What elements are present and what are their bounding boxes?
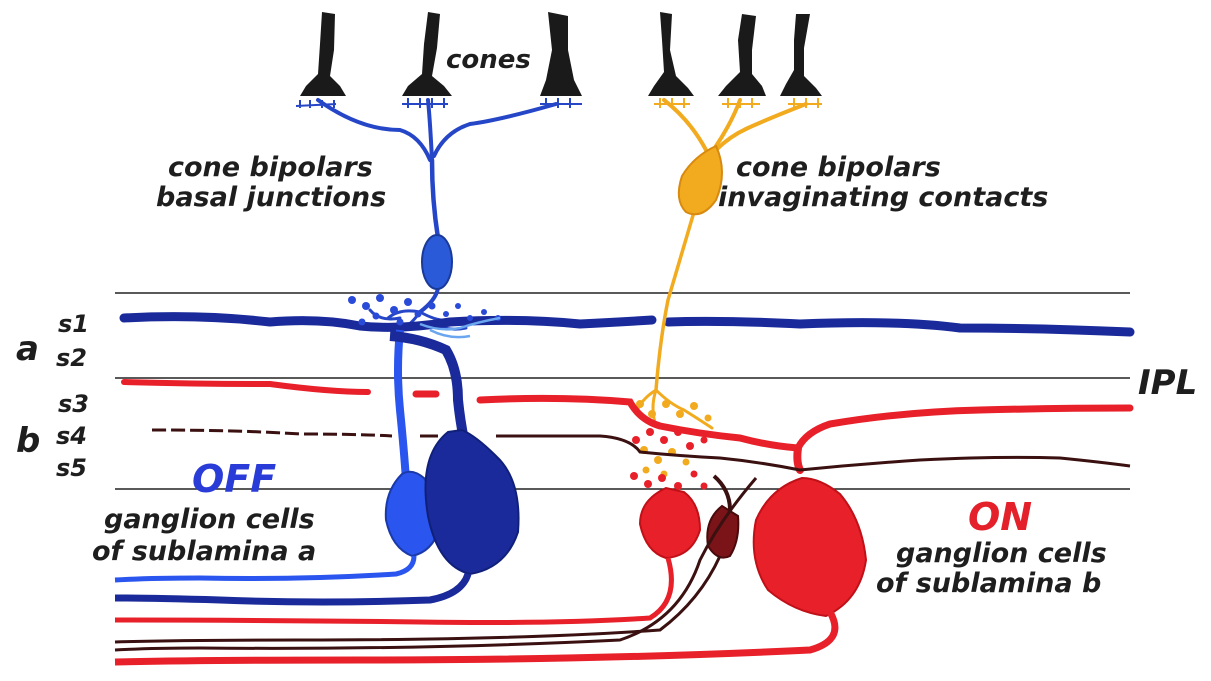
on-title-label: ON	[968, 495, 1032, 539]
on-bipolar-axon	[656, 212, 694, 390]
off-bipolar-tips	[296, 98, 582, 108]
ipl-label: IPL	[1138, 363, 1197, 403]
on-ganglion-label-line2: of sublamina b	[876, 568, 1101, 599]
stratum-s5-label: s5	[56, 454, 87, 482]
sublamina-b-label: b	[16, 421, 40, 461]
on-cone-bipolar	[636, 100, 806, 428]
off-ganglion-label-line1: ganglion cells	[104, 504, 315, 535]
stratum-s1-label: s1	[58, 310, 89, 338]
off-bipolar-label-line1: cone bipolars	[168, 152, 373, 183]
cone-5	[718, 14, 766, 96]
on-bipolar-label-line2: invaginating contacts	[718, 182, 1048, 213]
on-ganglion-label-line1: ganglion cells	[896, 538, 1107, 569]
cones-group	[300, 12, 822, 96]
on-ganglion-terminal-red	[630, 428, 708, 490]
on-ganglion-large-soma	[754, 478, 866, 616]
on-ganglion-small-soma	[640, 488, 700, 558]
on-bipolar-soma	[679, 146, 722, 214]
off-bipolar-dendrite-1	[318, 100, 430, 160]
cones-label: cones	[446, 45, 531, 75]
on-bipolar-label-line1: cone bipolars	[736, 152, 941, 183]
cone-4	[648, 12, 694, 96]
stratum-s3-label: s3	[58, 390, 89, 418]
off-bipolar-dendrite-2	[428, 100, 432, 160]
off-ganglion-dendrite-band	[124, 317, 1130, 332]
off-ganglion-light-dendrite	[398, 330, 406, 480]
cone-3	[540, 12, 582, 96]
off-ganglion-dark-soma	[426, 430, 519, 574]
on-ganglion-small-axon	[115, 558, 671, 623]
cone-1	[300, 12, 346, 96]
cone-6	[780, 14, 822, 96]
on-ganglion-brown-soma	[707, 506, 738, 558]
stratum-s2-label: s2	[56, 344, 87, 372]
off-bipolar-axon-bottom	[420, 288, 438, 312]
off-title-label: OFF	[192, 457, 276, 501]
off-cone-bipolar	[318, 100, 556, 330]
stratum-s4-label: s4	[56, 422, 87, 450]
off-bipolar-axon-top	[432, 160, 438, 238]
cone-2	[402, 12, 452, 96]
on-bipolar-terminal-dots	[636, 400, 712, 478]
off-bipolar-label-line2: basal junctions	[156, 182, 386, 213]
off-bipolar-dendrite-3	[434, 104, 556, 156]
off-ganglion-label-line2: of sublamina a	[92, 536, 316, 567]
off-bipolar-soma	[422, 235, 452, 289]
sublamina-a-label: a	[16, 329, 39, 369]
